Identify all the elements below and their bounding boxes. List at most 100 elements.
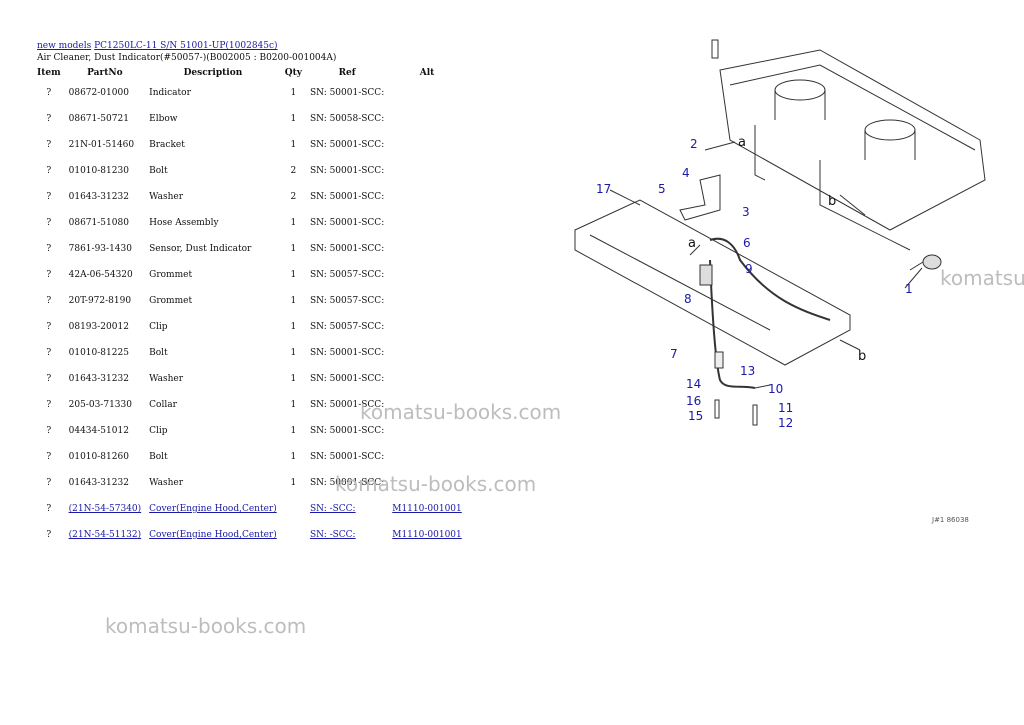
partno-cell-text[interactable]: (21N-54-57340) <box>68 504 142 514</box>
item-cell: ? <box>33 444 65 470</box>
ref-cell-text: SN: 50001-SCC: <box>309 451 385 462</box>
callout-label: 4 <box>682 166 690 180</box>
callout-label: 1 <box>905 282 913 296</box>
qty-cell-text: 2 <box>290 166 297 176</box>
qty-cell-text: 1 <box>290 452 297 462</box>
ref-cell: SN: 50001-SCC: <box>306 184 388 210</box>
qty-cell: 1 <box>281 340 306 366</box>
alt-cell: M1110-001001 <box>388 496 466 522</box>
partno-cell: 42A-06-54320 <box>65 262 146 288</box>
partno-cell: 01643-31232 <box>65 470 146 496</box>
qty-cell-text: 1 <box>290 88 297 98</box>
qty-cell-text: 1 <box>290 348 297 358</box>
watermark: komatsu-books.com <box>335 472 537 496</box>
col-description: Description <box>183 68 243 78</box>
alt-cell-text[interactable]: M1110-001001 <box>392 530 462 540</box>
partno-cell: 205-03-71330 <box>65 392 146 418</box>
callout-label: 15 <box>688 409 703 423</box>
item-cell: ? <box>33 496 65 522</box>
item-cell-text: ? <box>46 478 52 488</box>
qty-cell: 1 <box>281 314 306 340</box>
qty-cell: 1 <box>281 470 306 496</box>
item-cell-text: ? <box>46 348 52 358</box>
ref-cell: SN: 50057-SCC: <box>306 314 388 340</box>
description-cell-text: Clip <box>149 322 168 332</box>
description-cell-text[interactable]: Cover(Engine Hood,Center) <box>149 504 277 514</box>
partno-cell: 08672-01000 <box>65 80 146 106</box>
qty-cell-text: 1 <box>290 140 297 150</box>
item-cell: ? <box>33 158 65 184</box>
description-cell-text: Collar <box>149 400 177 410</box>
ref-cell-text: SN: 50001-SCC: <box>309 217 385 228</box>
item-cell-text: ? <box>46 296 52 306</box>
ref-cell: SN: 50001-SCC: <box>306 236 388 262</box>
ref-cell-text: SN: 50001-SCC: <box>309 243 385 254</box>
item-cell-text: ? <box>46 400 52 410</box>
description-cell: Washer <box>145 184 281 210</box>
description-cell: Clip <box>145 314 281 340</box>
diagram-code: J#1 86038 <box>931 516 969 524</box>
item-cell-text: ? <box>46 244 52 254</box>
qty-cell-text: 1 <box>290 426 297 436</box>
partno-cell: 7861-93-1430 <box>65 236 146 262</box>
qty-cell-text: 1 <box>290 400 297 410</box>
col-ref: Ref <box>338 68 356 78</box>
description-cell-text[interactable]: Cover(Engine Hood,Center) <box>149 530 277 540</box>
qty-cell-text: 2 <box>290 192 297 202</box>
item-cell: ? <box>33 340 65 366</box>
description-cell-text: Hose Assembly <box>149 218 219 228</box>
ref-cell-text[interactable]: SN: -SCC: <box>309 529 356 540</box>
description-cell: Bolt <box>145 158 281 184</box>
item-cell-text: ? <box>46 426 52 436</box>
ref-cell: SN: 50001-SCC: <box>306 132 388 158</box>
item-cell: ? <box>33 106 65 132</box>
alt-cell <box>388 340 466 366</box>
qty-cell: 2 <box>281 184 306 210</box>
partno-cell-text[interactable]: (21N-54-51132) <box>68 530 142 540</box>
partno-cell-text: 08672-01000 <box>68 88 129 98</box>
partno-cell: 01010-81225 <box>65 340 146 366</box>
breadcrumb-new-models-link[interactable]: new models <box>37 41 92 51</box>
ref-cell-text[interactable]: SN: -SCC: <box>309 503 356 514</box>
item-cell: ? <box>33 470 65 496</box>
alt-cell-text[interactable]: M1110-001001 <box>392 504 462 514</box>
table-row: ?(21N-54-51132) Cover(Engine Hood,Center)… <box>33 522 466 548</box>
qty-cell: 1 <box>281 288 306 314</box>
partno-cell: 08671-51080 <box>65 210 146 236</box>
ref-cell: SN: 50001-SCC: <box>306 158 388 184</box>
description-cell-text: Bracket <box>149 140 185 150</box>
item-cell: ? <box>33 262 65 288</box>
description-cell: Washer <box>145 366 281 392</box>
breadcrumb: new models PC1250LC-11 S/N 51001-UP(1002… <box>37 40 336 52</box>
description-cell-text: Washer <box>149 374 184 384</box>
ref-cell-text: SN: 50001-SCC: <box>309 139 385 150</box>
ref-cell: SN: 50001-SCC: <box>306 80 388 106</box>
alt-cell <box>388 262 466 288</box>
partno-cell-text: 01643-31232 <box>68 192 129 202</box>
partno-cell-text: 205-03-71330 <box>68 400 132 410</box>
ref-cell: SN: 50057-SCC: <box>306 262 388 288</box>
callout-label: 9 <box>745 262 753 276</box>
breadcrumb-model-link[interactable]: PC1250LC-11 S/N 51001-UP(1002845c) <box>94 41 278 51</box>
description-cell: Clip <box>145 418 281 444</box>
qty-cell: 1 <box>281 236 306 262</box>
qty-cell-text: 1 <box>290 218 297 228</box>
qty-cell-text: 1 <box>290 322 297 332</box>
qty-cell <box>281 496 306 522</box>
partno-cell-text: 01010-81225 <box>68 348 129 358</box>
alt-cell <box>388 106 466 132</box>
item-cell: ? <box>33 522 65 548</box>
callout-label: 2 <box>690 137 698 151</box>
description-cell-text: Clip <box>149 426 168 436</box>
ref-cell: SN: 50001-SCC: <box>306 366 388 392</box>
partno-cell-text: 01643-31232 <box>68 374 129 384</box>
ref-cell: SN: 50058-SCC: <box>306 106 388 132</box>
partno-cell: 01643-31232 <box>65 184 146 210</box>
arrow-label: b <box>828 194 836 209</box>
alt-cell <box>388 80 466 106</box>
